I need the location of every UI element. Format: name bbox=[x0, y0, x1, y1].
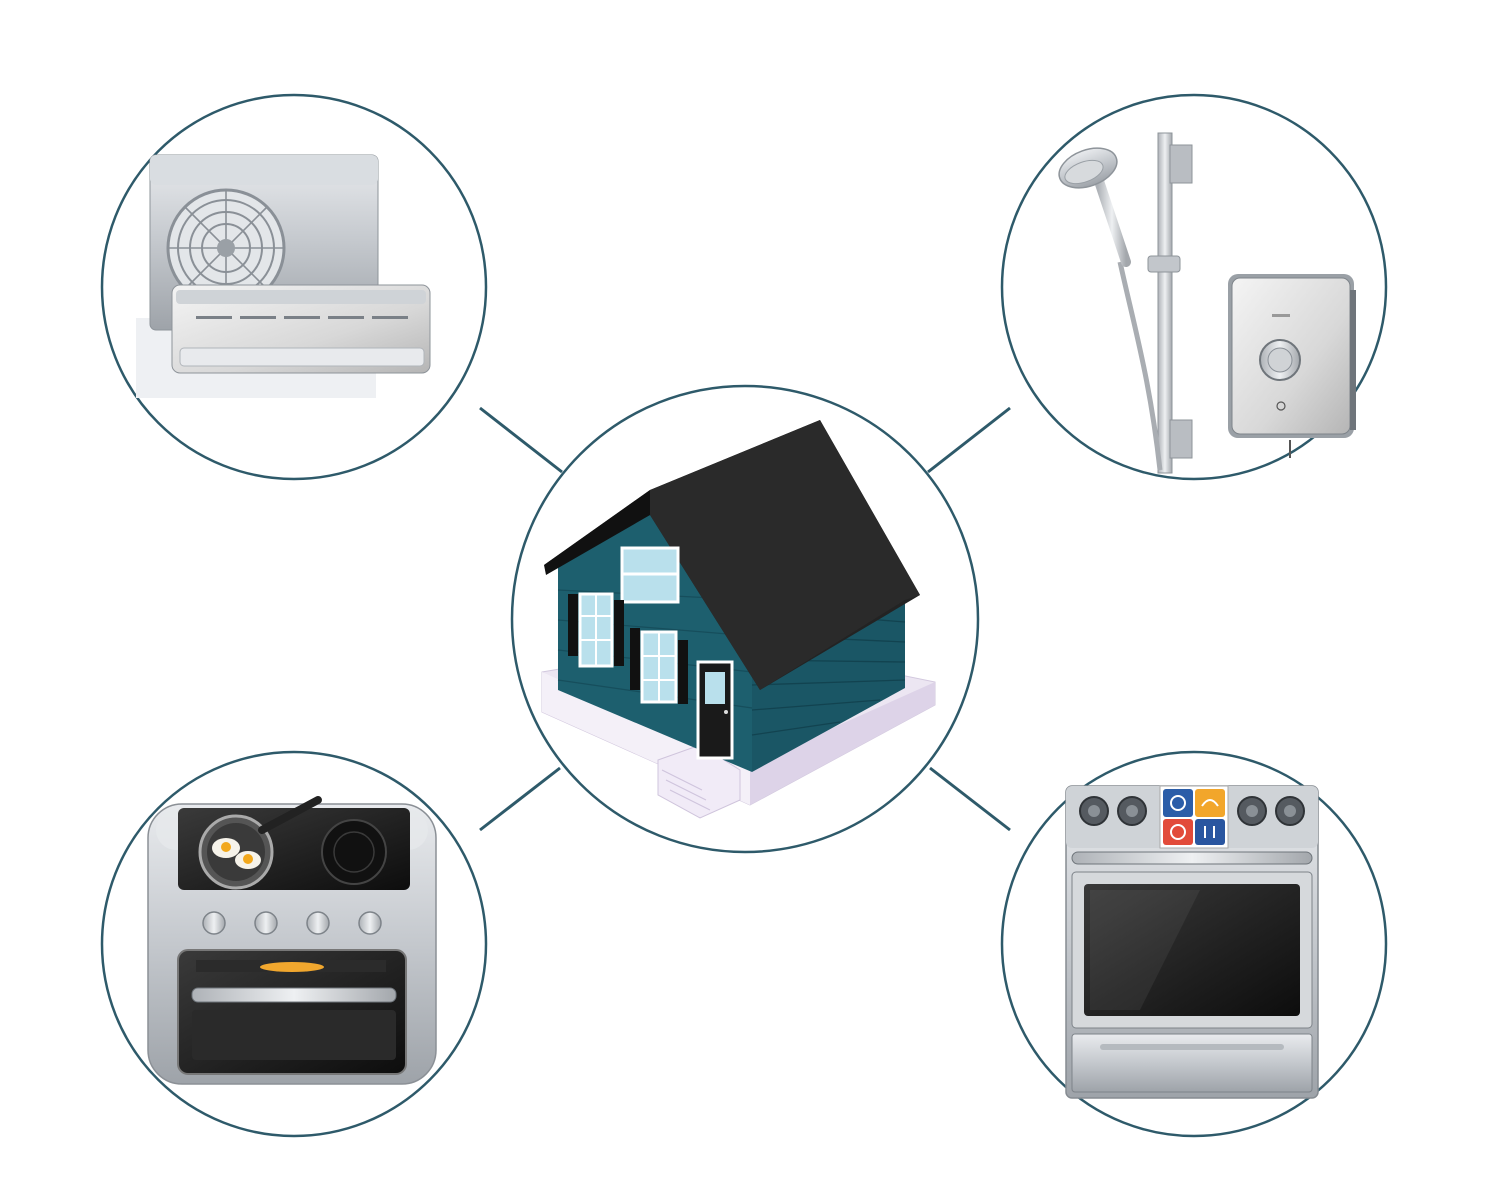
connector-lines bbox=[479, 406, 1011, 832]
connector-electric-shower bbox=[927, 406, 1011, 474]
electric-shower-icon bbox=[1058, 132, 1356, 474]
connector-air-conditioner bbox=[479, 406, 563, 474]
induction-cooker-oven-icon bbox=[147, 796, 437, 1085]
connector-induction-cooker bbox=[479, 766, 561, 832]
connector-smart-oven bbox=[929, 766, 1011, 832]
house-icon bbox=[541, 420, 936, 819]
air-conditioner-icon bbox=[136, 154, 431, 398]
smart-oven-icon bbox=[1065, 785, 1319, 1099]
